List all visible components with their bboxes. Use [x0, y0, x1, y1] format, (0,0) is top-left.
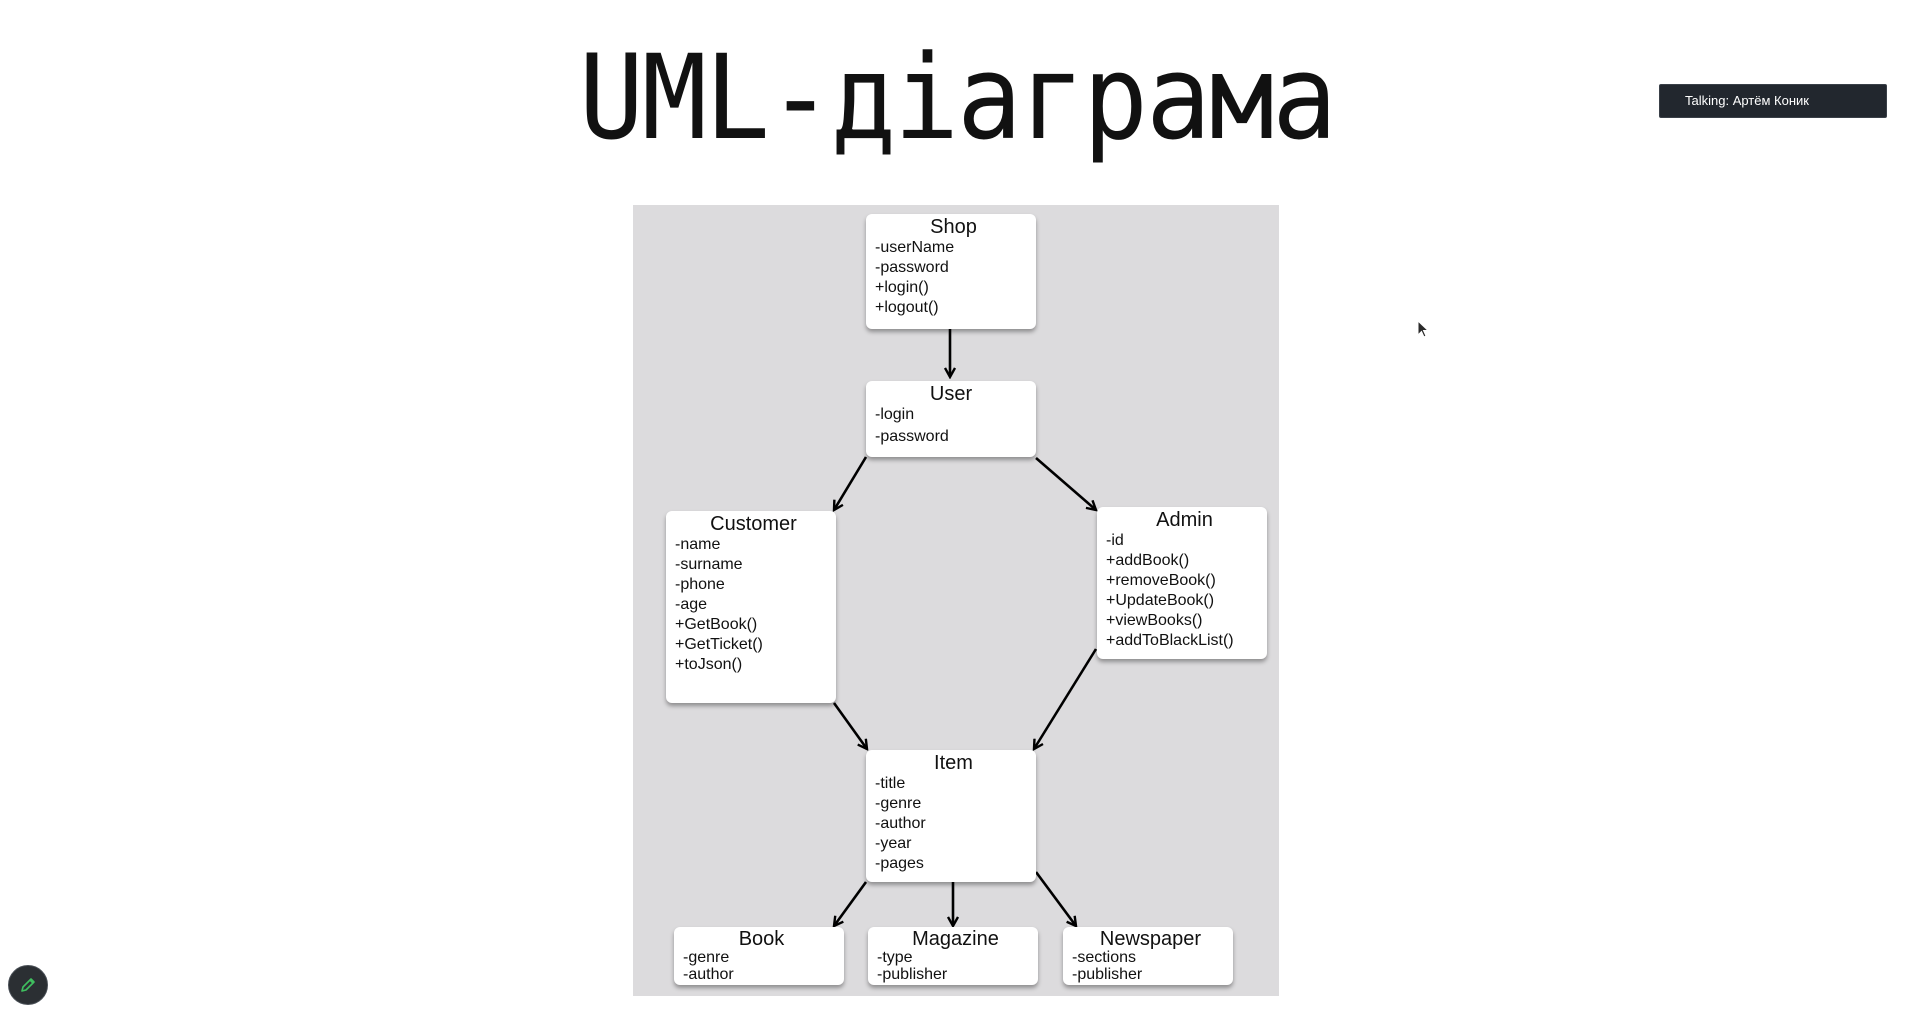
arrow-customer-item [832, 702, 867, 749]
class-member: +toJson() [675, 656, 743, 673]
class-magazine: Magazine -type -publisher [868, 927, 1038, 985]
relation-arrows [633, 329, 1279, 996]
class-member: -userName [875, 239, 955, 256]
class-member: -author [683, 966, 734, 983]
class-member: +login() [875, 279, 929, 296]
class-name: Admin [1156, 509, 1213, 531]
class-name: Shop [930, 216, 977, 238]
arrow-admin-item [1034, 648, 1098, 749]
class-member: -title [875, 775, 906, 792]
class-name: Magazine [912, 928, 999, 950]
class-member: +viewBooks() [1106, 612, 1203, 629]
uml-diagram: Shop -userName -password +login() +logou… [633, 205, 1279, 996]
arrow-item-newspaper [1034, 871, 1076, 926]
class-member: +logout() [875, 299, 939, 316]
class-member: -genre [683, 949, 730, 966]
class-member: -publisher [877, 966, 948, 983]
class-member: -id [1106, 532, 1124, 549]
class-member: +addToBlackList() [1106, 632, 1234, 649]
class-name: Book [738, 928, 785, 950]
pencil-icon [21, 978, 35, 992]
class-member: -genre [875, 795, 922, 812]
arrow-user-admin [1035, 457, 1096, 510]
class-name: Item [934, 752, 973, 774]
class-member: -year [875, 835, 912, 852]
arrow-user-customer [834, 456, 868, 510]
class-member: -age [675, 596, 708, 613]
arrow-item-book [834, 881, 868, 926]
pencil-button[interactable] [8, 965, 48, 1005]
slide-title: UML-діаграма [578, 30, 1337, 166]
class-member: +GetBook() [675, 616, 758, 633]
class-member: -surname [675, 556, 743, 573]
class-member: -password [875, 428, 949, 445]
class-member: -type [877, 949, 913, 966]
class-member: -pages [875, 855, 924, 872]
class-item: Item -title -genre -author -year -pages [866, 750, 1036, 882]
class-admin: Admin -id +addBook() +removeBook() +Upda… [1097, 507, 1267, 659]
class-member: -login [875, 406, 915, 423]
class-member: -name [675, 536, 721, 553]
class-member: +removeBook() [1106, 572, 1216, 589]
class-member: -phone [675, 576, 725, 593]
class-customer: Customer -name -surname -phone -age +Get… [666, 511, 836, 703]
class-book: Book -genre -author [674, 927, 844, 985]
class-name: Newspaper [1099, 928, 1202, 950]
class-member: +UpdateBook() [1106, 592, 1215, 609]
class-member: +addBook() [1106, 552, 1190, 569]
class-member: +GetTicket() [675, 636, 763, 653]
class-member: -password [875, 259, 949, 276]
class-newspaper: Newspaper -sections -publisher [1063, 927, 1233, 985]
class-name: Customer [710, 513, 797, 535]
class-member: -publisher [1072, 966, 1143, 983]
class-name: User [929, 383, 973, 405]
mouse-pointer-icon [1417, 320, 1429, 338]
talking-indicator: Talking: Артём Коник [1659, 84, 1887, 118]
class-user: User -login -password [866, 381, 1036, 457]
class-member: -author [875, 815, 926, 832]
class-shop: Shop -userName -password +login() +logou… [866, 214, 1036, 329]
class-member: -sections [1072, 949, 1137, 966]
